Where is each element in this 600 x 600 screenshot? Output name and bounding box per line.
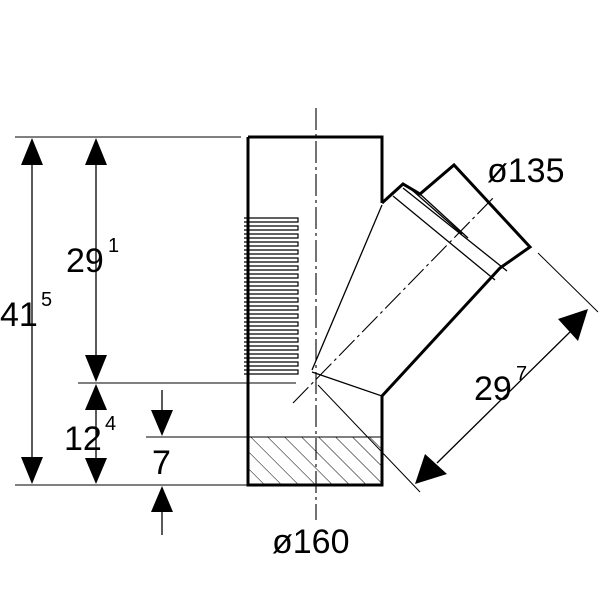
main-pipe-outline [246,135,384,487]
branch-length-label: 29 [474,370,512,408]
ext-line-branch-2 [317,384,421,493]
lower-height-label: 12 [64,420,102,458]
dimension-overall-height [21,138,43,484]
branch-inner-line-1 [392,195,496,281]
upper-height-label: 29 [66,242,104,280]
branch-inner-wall-lower [311,371,383,397]
dimension-lower-height [85,384,107,484]
grip-ribs [244,217,299,375]
ext-line-branch-1 [537,252,599,313]
branch-inner-line-2 [402,187,508,272]
main-diameter-label: ø160 [272,523,350,561]
branch-pipe-outline [380,162,533,398]
branch-socket-edge [453,164,477,189]
branch-diameter-label: ø135 [487,152,565,190]
dimension-branch-length [415,309,588,484]
dimension-insertion-depth [151,390,173,535]
insertion-depth-label: 7 [152,444,171,482]
dimension-upper-height [85,138,107,382]
branch-inner-line-3 [411,189,463,235]
branch-length-sup: 7 [516,363,527,385]
overall-height-sup: 5 [41,289,52,311]
overall-height-label: 41 [0,296,38,334]
branch-inner-wall-upper [311,204,383,371]
lower-height-sup: 4 [105,413,116,435]
upper-height-sup: 1 [108,235,119,257]
branch-centerline [292,195,496,404]
branch-step-line [419,193,469,239]
socket-hatch-area [248,437,382,485]
